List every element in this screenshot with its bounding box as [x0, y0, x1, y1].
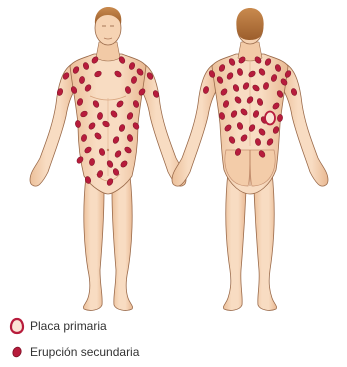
back-hair	[236, 8, 263, 40]
back-right-leg	[254, 172, 277, 310]
back-left-leg	[223, 172, 246, 310]
back-body-figure	[172, 8, 328, 310]
legend-label-primary-plaque: Placa primaria	[30, 319, 107, 333]
back-right-arm	[282, 64, 328, 186]
back-left-arm	[172, 64, 218, 186]
front-left-arm	[30, 64, 76, 186]
front-left-leg	[83, 176, 104, 310]
front-right-leg	[112, 176, 133, 310]
front-body-figure	[30, 7, 186, 310]
legend-label-secondary-rash: Erupción secundaria	[30, 345, 139, 359]
primary-plaque	[265, 112, 275, 125]
primary-plaque-icon	[8, 317, 26, 335]
secondary-rash-icon	[8, 343, 26, 361]
legend-item-secondary-rash: Erupción secundaria	[8, 342, 208, 362]
legend-item-primary-plaque: Placa primaria	[8, 316, 208, 336]
